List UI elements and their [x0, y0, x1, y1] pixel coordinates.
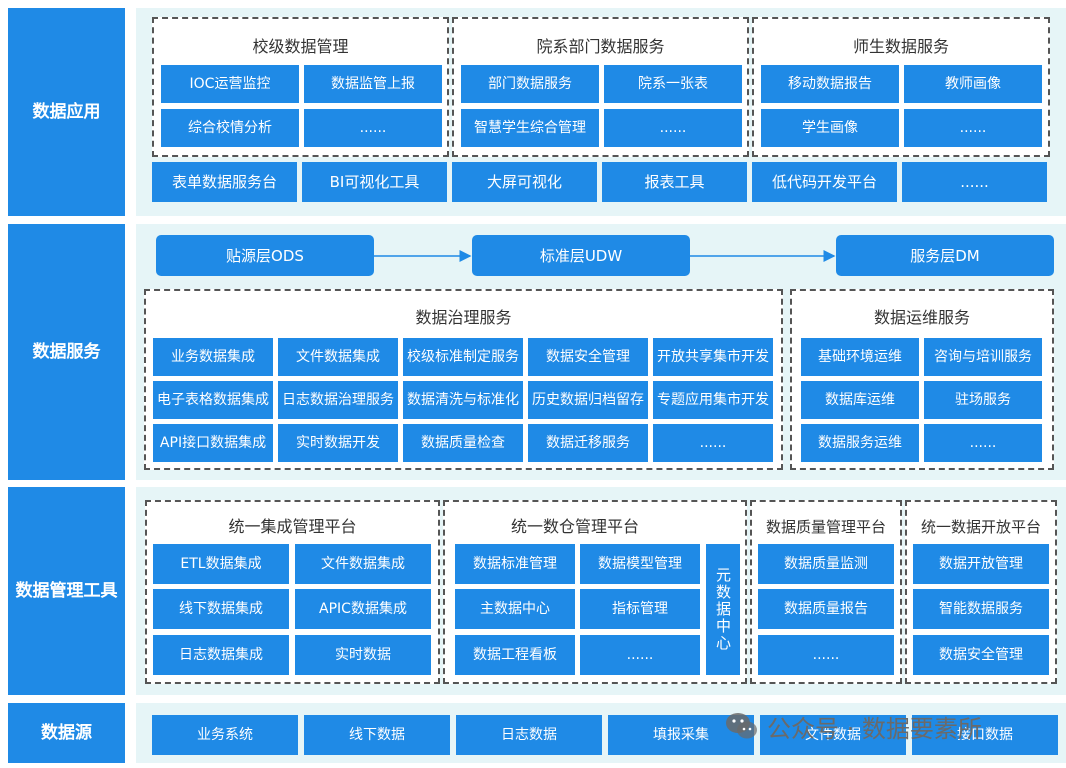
ops-cell[interactable]: 基础环境运维 — [801, 338, 919, 376]
gov-cell[interactable]: API接口数据集成 — [153, 424, 273, 462]
tool-cell[interactable]: 实时数据 — [295, 635, 431, 675]
app-cell[interactable]: 部门数据服务 — [461, 65, 599, 103]
group-title: 数据治理服务 — [415, 308, 512, 327]
layer-label-app: 数据应用 — [8, 8, 125, 216]
gov-cell[interactable]: 业务数据集成 — [153, 338, 273, 376]
flow-ods[interactable]: 贴源层ODS — [156, 235, 374, 276]
tool-cell[interactable]: 指标管理 — [580, 589, 700, 629]
tool-cell[interactable]: 数据开放管理 — [913, 544, 1049, 584]
gov-cell[interactable]: 历史数据归档留存 — [528, 381, 648, 419]
app-cell[interactable]: 综合校情分析 — [161, 109, 299, 147]
gov-cell[interactable]: 数据迁移服务 — [528, 424, 648, 462]
app-cell[interactable]: 院系一张表 — [604, 65, 742, 103]
tool-cell[interactable]: 数据质量报告 — [758, 589, 894, 629]
app-cell[interactable]: 数据监管上报 — [304, 65, 442, 103]
warehouse-platform: 统一数仓管理平台 数据标准管理 数据模型管理 主数据中心 指标管理 数据工程看板… — [443, 500, 747, 684]
app-cell[interactable]: 移动数据报告 — [761, 65, 899, 103]
tool-cell[interactable]: 智能数据服务 — [913, 589, 1049, 629]
watermark: 公众号 · 数据要素所 — [725, 706, 982, 746]
app-tool-cell[interactable]: ...... — [902, 162, 1047, 202]
gov-cell[interactable]: 日志数据治理服务 — [278, 381, 398, 419]
app-cell[interactable]: 智慧学生综合管理 — [461, 109, 599, 147]
ops-cell[interactable]: ...... — [924, 424, 1042, 462]
source-cell[interactable]: 线下数据 — [304, 715, 450, 755]
ops-cell[interactable]: 数据库运维 — [801, 381, 919, 419]
group-title: 统一数仓管理平台 — [510, 517, 639, 536]
tool-cell[interactable]: ...... — [580, 635, 700, 675]
tool-cell[interactable]: 日志数据集成 — [153, 635, 289, 675]
integration-platform: 统一集成管理平台 ETL数据集成 文件数据集成 线下数据集成 APIC数据集成 … — [145, 500, 440, 684]
app-tool-cell[interactable]: 大屏可视化 — [452, 162, 597, 202]
governance-group: 数据治理服务 业务数据集成 文件数据集成 校级标准制定服务 数据安全管理 开放共… — [144, 289, 783, 470]
source-cell[interactable]: 文件数据 — [760, 715, 906, 755]
app-tool-cell[interactable]: 报表工具 — [602, 162, 747, 202]
tool-cell[interactable]: ETL数据集成 — [153, 544, 289, 584]
source-cell[interactable]: 日志数据 — [456, 715, 602, 755]
app-tool-cell[interactable]: 低代码开发平台 — [752, 162, 897, 202]
group-title: 数据质量管理平台 — [765, 518, 886, 536]
ops-cell[interactable]: 驻场服务 — [924, 381, 1042, 419]
gov-cell[interactable]: 电子表格数据集成 — [153, 381, 273, 419]
app-group-school: 校级数据管理 IOC运营监控 数据监管上报 综合校情分析 ...... — [152, 17, 449, 157]
tool-cell[interactable]: 文件数据集成 — [295, 544, 431, 584]
layer-label-tools: 数据管理工具 — [8, 487, 125, 695]
app-cell[interactable]: ...... — [904, 109, 1042, 147]
tool-cell[interactable]: 线下数据集成 — [153, 589, 289, 629]
gov-cell[interactable]: 数据安全管理 — [528, 338, 648, 376]
app-group-dept: 院系部门数据服务 部门数据服务 院系一张表 智慧学生综合管理 ...... — [452, 17, 749, 157]
app-cell[interactable]: ...... — [604, 109, 742, 147]
metadata-center[interactable]: 元数据中心 — [706, 544, 740, 675]
tool-cell[interactable]: 主数据中心 — [455, 589, 575, 629]
wechat-icon — [726, 713, 757, 739]
layer-label-service: 数据服务 — [8, 224, 125, 480]
tool-cell[interactable]: 数据质量监测 — [758, 544, 894, 584]
tool-cell[interactable]: 数据安全管理 — [913, 635, 1049, 675]
layer-label-source: 数据源 — [8, 703, 125, 763]
app-tool-cell[interactable]: BI可视化工具 — [302, 162, 447, 202]
group-title: 校级数据管理 — [252, 37, 349, 56]
tool-cell[interactable]: APIC数据集成 — [295, 589, 431, 629]
gov-cell[interactable]: 文件数据集成 — [278, 338, 398, 376]
group-title: 师生数据服务 — [852, 37, 949, 56]
ops-group: 数据运维服务 基础环境运维 咨询与培训服务 数据库运维 驻场服务 数据服务运维 … — [790, 289, 1054, 470]
tool-cell[interactable]: 数据工程看板 — [455, 635, 575, 675]
app-cell[interactable]: 学生画像 — [761, 109, 899, 147]
group-title: 院系部门数据服务 — [536, 37, 665, 56]
ops-cell[interactable]: 数据服务运维 — [801, 424, 919, 462]
app-cell[interactable]: ...... — [304, 109, 442, 147]
quality-platform: 数据质量管理平台 数据质量监测 数据质量报告 ...... — [750, 500, 902, 684]
app-cell[interactable]: IOC运营监控 — [161, 65, 299, 103]
gov-cell[interactable]: 开放共享集市开发 — [653, 338, 773, 376]
ops-cell[interactable]: 咨询与培训服务 — [924, 338, 1042, 376]
flow-dm[interactable]: 服务层DM — [836, 235, 1054, 276]
group-title: 统一集成管理平台 — [228, 517, 357, 536]
gov-cell[interactable]: 专题应用集市开发 — [653, 381, 773, 419]
gov-cell[interactable]: 数据清洗与标准化 — [403, 381, 523, 419]
app-cell[interactable]: 教师画像 — [904, 65, 1042, 103]
group-title: 统一数据开放平台 — [920, 518, 1041, 536]
open-platform: 统一数据开放平台 数据开放管理 智能数据服务 数据安全管理 — [905, 500, 1057, 684]
group-title: 数据运维服务 — [873, 308, 970, 327]
tool-cell[interactable]: ...... — [758, 635, 894, 675]
gov-cell[interactable]: 实时数据开发 — [278, 424, 398, 462]
app-tool-cell[interactable]: 表单数据服务台 — [152, 162, 297, 202]
flow-udw[interactable]: 标准层UDW — [472, 235, 690, 276]
gov-cell[interactable]: ...... — [653, 424, 773, 462]
app-group-teacher-student: 师生数据服务 移动数据报告 教师画像 学生画像 ...... — [752, 17, 1050, 157]
tool-cell[interactable]: 数据标准管理 — [455, 544, 575, 584]
source-cell[interactable]: 业务系统 — [152, 715, 298, 755]
watermark-text: 公众号 · 数据要素所 — [767, 714, 982, 743]
gov-cell[interactable]: 校级标准制定服务 — [403, 338, 523, 376]
source-cell[interactable]: 接口数据 — [912, 715, 1058, 755]
tool-cell[interactable]: 数据模型管理 — [580, 544, 700, 584]
gov-cell[interactable]: 数据质量检查 — [403, 424, 523, 462]
